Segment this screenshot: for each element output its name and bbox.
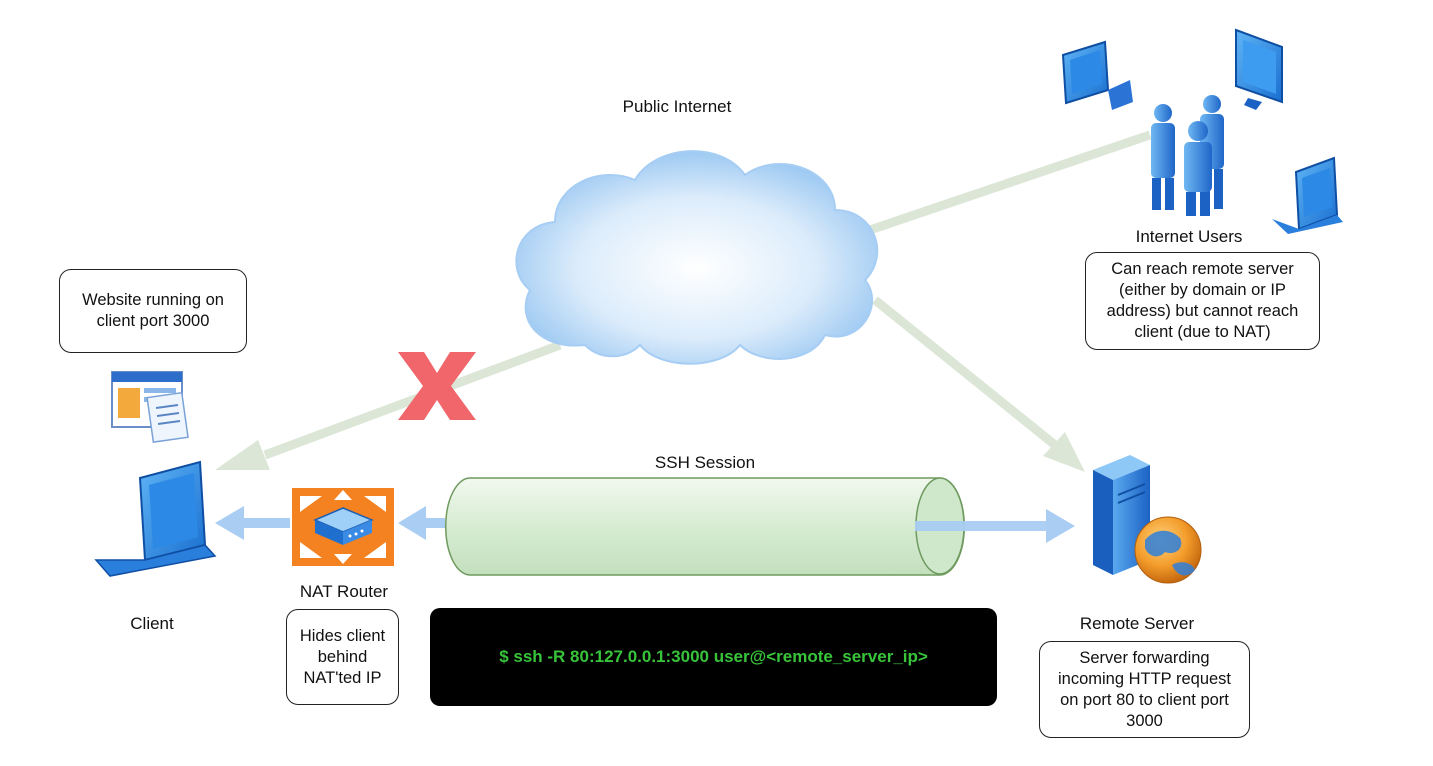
connection-lines bbox=[215, 130, 1152, 472]
remote-server-note-line: incoming HTTP request bbox=[1057, 669, 1232, 688]
internet-users-cluster bbox=[1061, 28, 1343, 234]
client-arrowhead bbox=[215, 440, 270, 470]
nat-router-note: Hides client behind NAT'ted IP bbox=[286, 609, 399, 705]
internet-users-note-line: client (due to NAT) bbox=[1134, 323, 1271, 341]
nat-router-note-line: Hides client bbox=[299, 626, 386, 645]
ssh-session-label: SSH Session bbox=[654, 453, 756, 472]
remote-server-label: Remote Server bbox=[1079, 614, 1195, 633]
ssh-tunnel-cylinder bbox=[445, 477, 1075, 576]
nat-router-label: NAT Router bbox=[299, 582, 389, 601]
red-x-icon bbox=[398, 352, 476, 420]
website-note-line: client port 3000 bbox=[96, 312, 210, 330]
webpage-icon bbox=[111, 371, 189, 443]
flow-arrows bbox=[215, 506, 445, 540]
internet-users-label: Internet Users bbox=[1135, 227, 1243, 246]
nat-router-note-line: NAT'ted IP bbox=[303, 668, 382, 687]
terminal-command-box: $ ssh -R 80:127.0.0.1:3000 user@<remote_… bbox=[430, 608, 997, 706]
nat-router-note-line: behind bbox=[317, 647, 368, 666]
router-icon bbox=[292, 488, 394, 566]
public-internet-label: Public Internet bbox=[622, 97, 732, 116]
cloud-to-client-line bbox=[263, 340, 562, 460]
remote-server-note: Server forwarding incoming HTTP request … bbox=[1039, 641, 1250, 738]
internet-users-note: Can reach remote server (either by domai… bbox=[1085, 252, 1320, 350]
remote-server-note-line: on port 80 to client port bbox=[1060, 690, 1229, 709]
website-note: Website running on client port 3000 bbox=[59, 269, 247, 353]
desktop-monitor-icon bbox=[1061, 40, 1133, 110]
remote-server-note-line: 3000 bbox=[1126, 711, 1163, 730]
users-group-icon bbox=[1151, 95, 1224, 216]
cloud-to-users-line bbox=[868, 130, 1152, 235]
internet-users-note-line: address) but cannot reach bbox=[1106, 302, 1299, 320]
users-laptop-icon bbox=[1272, 156, 1343, 234]
server-arrowhead bbox=[1043, 432, 1085, 472]
ssh-command-text: $ ssh -R 80:127.0.0.1:3000 user@<remote_… bbox=[499, 647, 928, 666]
router-to-client-arrowhead bbox=[215, 506, 244, 540]
internet-users-note-line: (either by domain or IP bbox=[1119, 281, 1286, 299]
client-label: Client bbox=[130, 614, 174, 633]
cloud-icon bbox=[515, 150, 879, 365]
website-note-line: Website running on bbox=[82, 291, 224, 309]
internet-users-note-line: Can reach remote server bbox=[1111, 260, 1294, 278]
remote-server-note-line: Server forwarding bbox=[1079, 648, 1210, 667]
monitor-icon bbox=[1235, 28, 1283, 110]
web-server-icon bbox=[1093, 455, 1202, 584]
tunnel-to-router-arrowhead bbox=[398, 506, 426, 540]
client-laptop-icon bbox=[94, 460, 217, 577]
cloud-to-server-line bbox=[872, 296, 1058, 449]
tunnel-to-server-arrowhead bbox=[1046, 509, 1075, 543]
